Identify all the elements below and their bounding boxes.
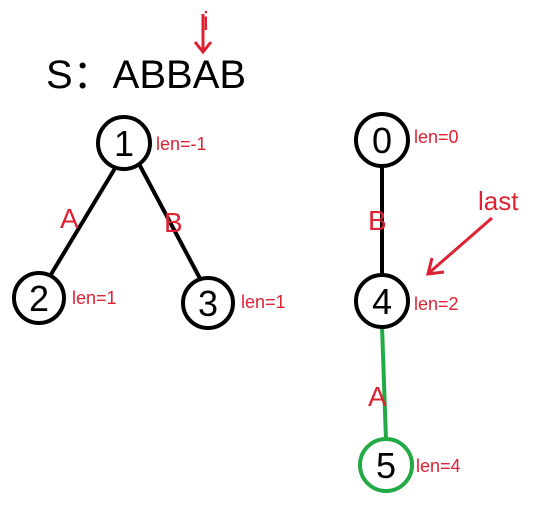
svg-text:4: 4 xyxy=(372,281,392,322)
node-5-len: len=4 xyxy=(416,456,461,476)
pointer-last-arrow xyxy=(426,216,493,276)
edge-4-5 xyxy=(380,325,388,441)
svg-text:2: 2 xyxy=(29,278,49,319)
node-4-len: len=2 xyxy=(414,294,459,314)
edge-label-4-5: A xyxy=(368,381,387,412)
pointer-i-arrow xyxy=(193,14,213,55)
edge-1-3 xyxy=(136,161,206,287)
svg-text:5: 5 xyxy=(376,445,396,486)
node-1: 1 xyxy=(96,115,152,171)
string-label: S：ABBAB xyxy=(46,53,246,97)
node-5: 5 xyxy=(358,437,414,493)
edge-label-1-3: B xyxy=(164,207,183,238)
pointer-i-label: i xyxy=(203,6,209,36)
node-1-len: len=-1 xyxy=(156,134,207,154)
pointer-last-label: last xyxy=(478,186,519,216)
node-2-len: len=1 xyxy=(72,288,117,308)
svg-text:0: 0 xyxy=(372,120,392,161)
edge-label-1-2: A xyxy=(60,203,79,234)
node-3: 3 xyxy=(181,276,235,330)
edge-label-0-4: B xyxy=(368,205,387,236)
svg-text:1: 1 xyxy=(114,123,134,164)
node-0-len: len=0 xyxy=(414,127,459,147)
edge-1-2 xyxy=(42,158,122,288)
node-0: 0 xyxy=(354,112,410,168)
node-3-len: len=1 xyxy=(241,292,286,312)
node-4: 4 xyxy=(354,273,410,329)
svg-text:3: 3 xyxy=(198,283,218,324)
node-2: 2 xyxy=(12,271,66,325)
